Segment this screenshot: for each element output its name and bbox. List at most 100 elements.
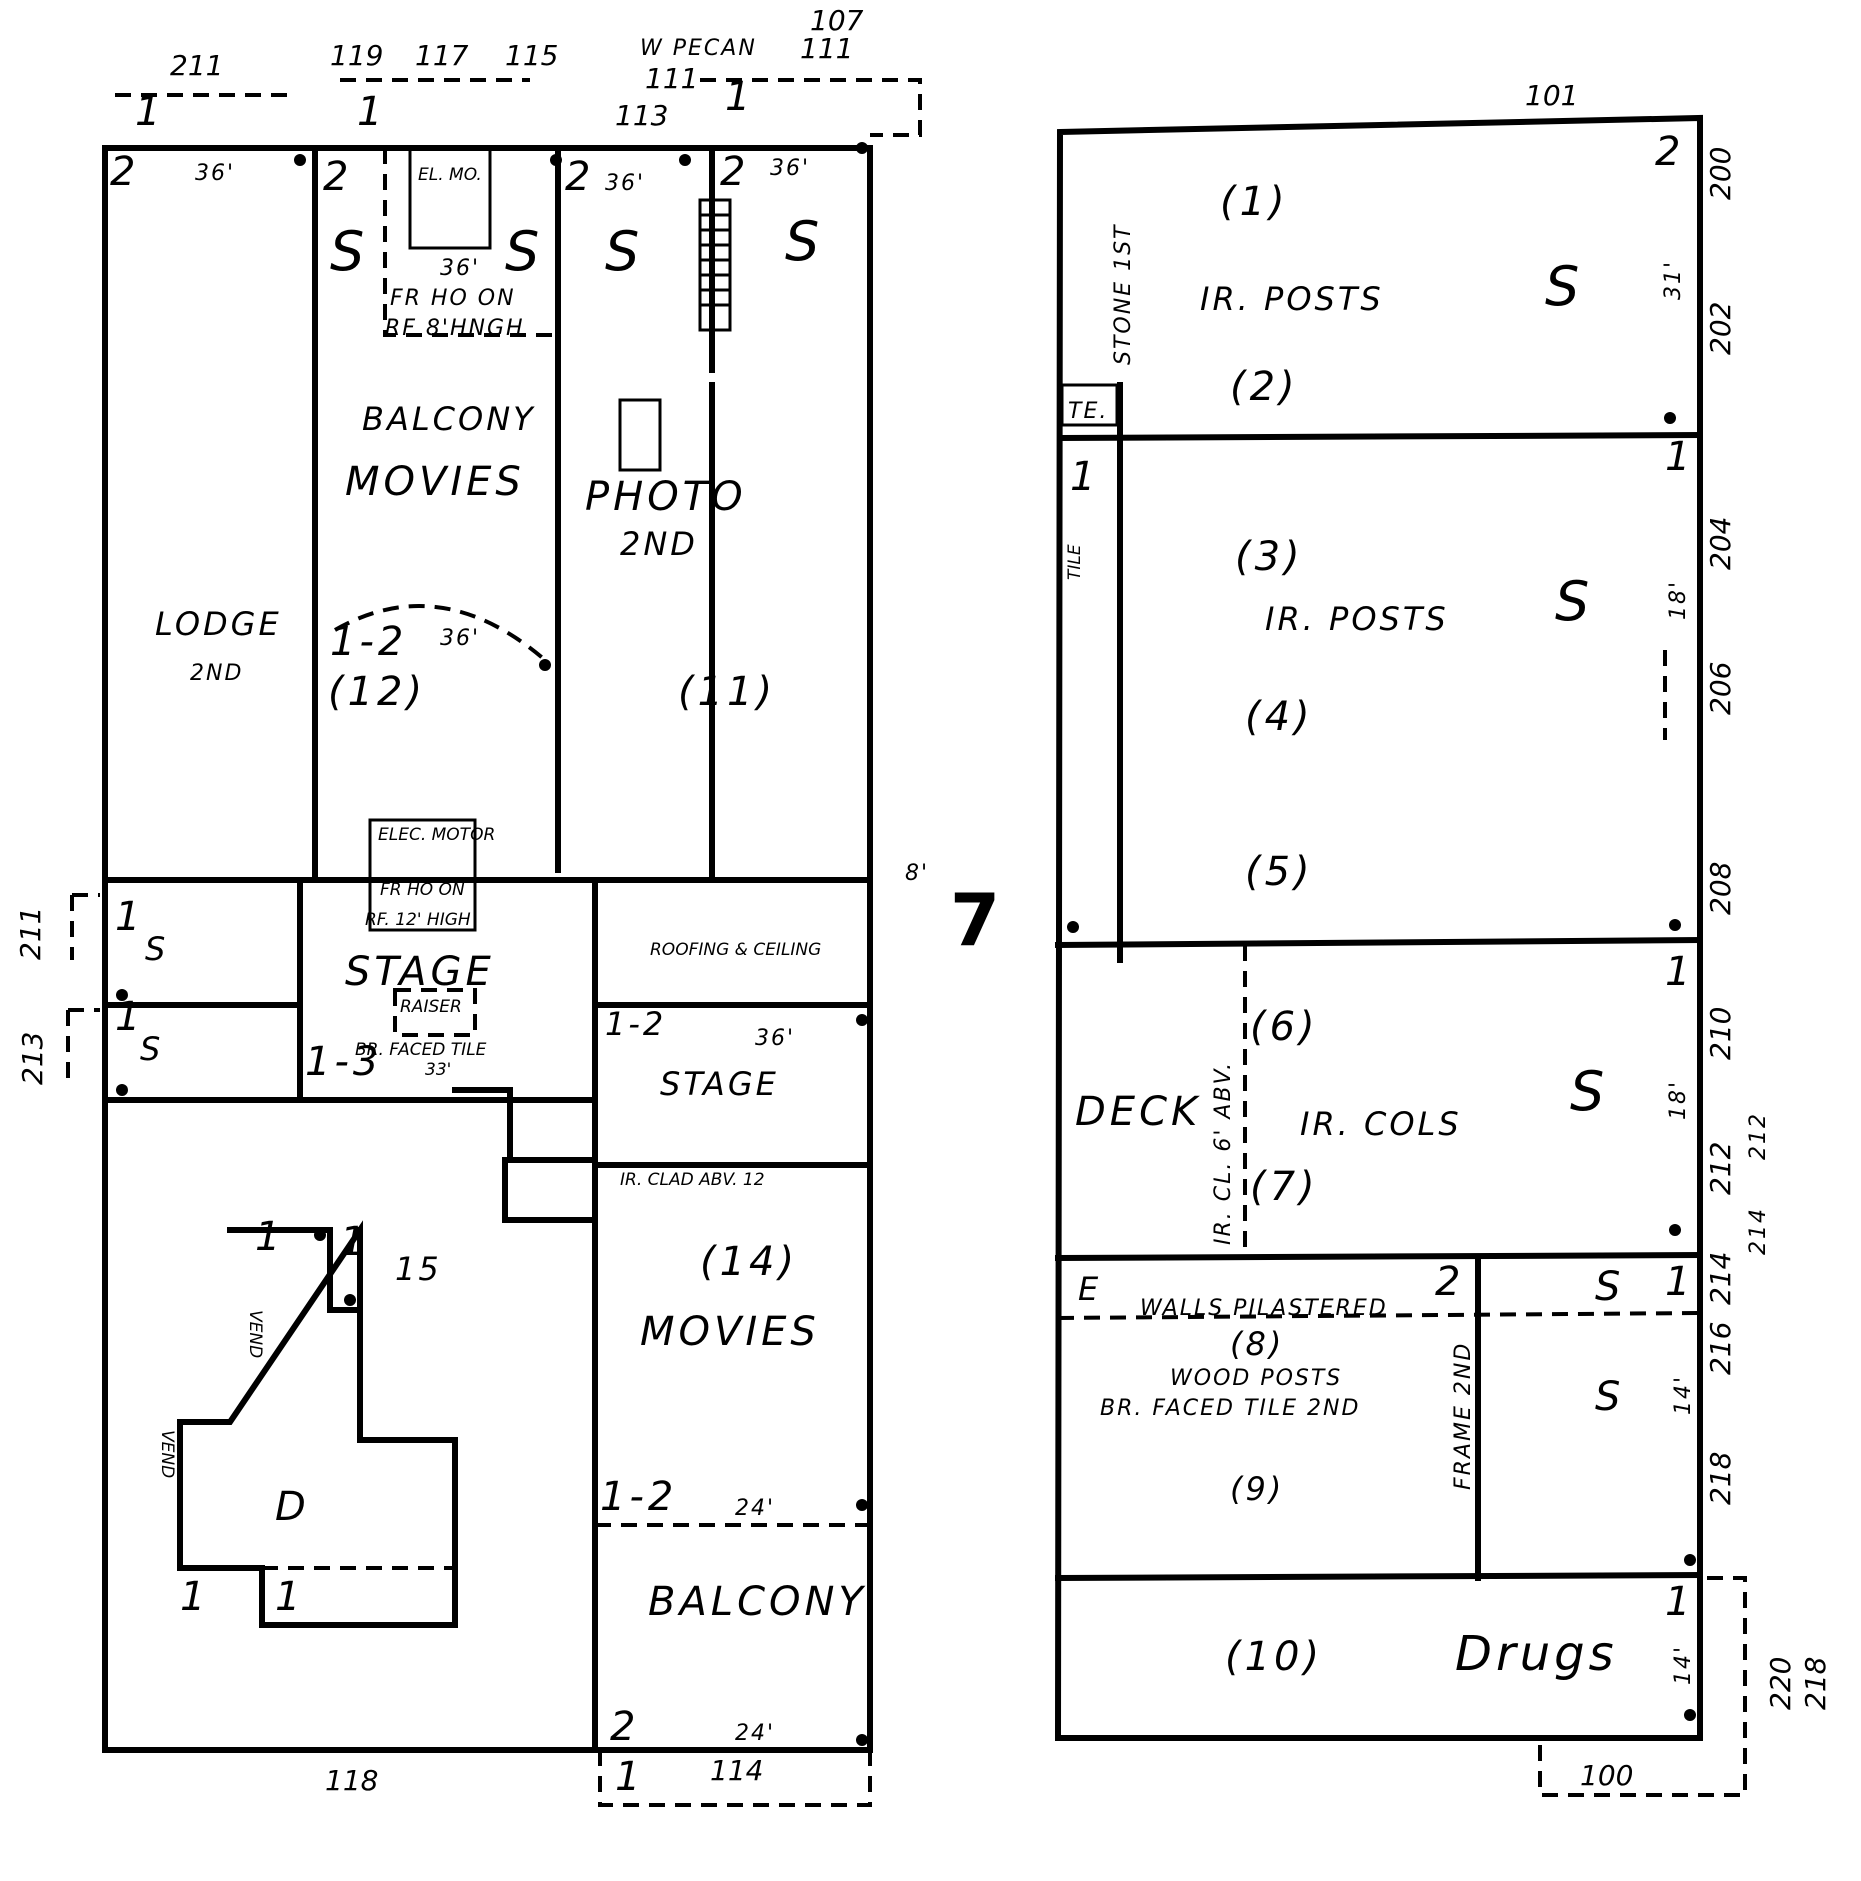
elec-motor-box [368,818,477,932]
address-208: 208 [1704,862,1737,915]
label-vend-1: VEND [245,1310,265,1358]
label-walls: WALLS PILASTERED [1140,1296,1388,1321]
wall-r-dashed [1057,1311,1701,1320]
street-name: W PECAN [640,36,757,61]
S-mark-3: S [605,220,639,283]
label-te: TE. [1068,399,1108,424]
label-photo-floor: 2ND [620,525,698,563]
floors-r-1d: 1 [1665,1579,1690,1625]
bottom-right-dashed [1538,1576,1747,1797]
label-stage-1: STAGE [345,949,495,995]
address-101: 101 [1525,79,1578,112]
floors-r-1a: 1 [1665,434,1690,480]
address-212-b: 212 [1746,1112,1771,1160]
label-wood-posts: WOOD POSTS [1170,1366,1342,1391]
address-206: 206 [1704,662,1737,715]
dim-14-b: 14' [1671,1645,1696,1685]
right-side-addresses: 200 202 204 206 208 210 212 212 214 214 … [1704,147,1832,1710]
label-r-10: (10) [1225,1634,1323,1680]
label-ir-cl: IR. CL. 6' ABV. [1211,1061,1236,1245]
address-213: 213 [16,1032,49,1085]
floors-2-d: 2 [720,149,745,195]
right-block: 101 200 202 204 206 208 210 212 212 214 … [1054,79,1832,1797]
address-204: 204 [1704,517,1737,570]
floors-1-g: 1 [180,1574,205,1620]
label-br-faced: BR. FACED TILE [355,1040,487,1060]
label-drugs: Drugs [1455,1626,1618,1682]
label-fr-ho: FR HO ON [390,286,516,311]
dim-18-a: 18' [1666,580,1691,620]
label-building-D: D [275,1484,310,1530]
label-r-8: (8) [1230,1325,1284,1363]
address-211-top: 211 [170,49,223,82]
floors-1-h: 1 [275,1574,300,1620]
fr-ho-dashed [383,148,558,337]
label-rf-12: RF. 12' HIGH [365,910,471,930]
floors-2-a: 2 [110,149,135,195]
label-roofing: ROOFING & CEILING [650,940,821,960]
label-movies-top: MOVIES [345,459,525,505]
label-deck: DECK [1075,1089,1201,1135]
S-mark-1: S [330,220,364,283]
floors-1-b: 1 [357,89,382,135]
stage-step-wall [452,1087,598,1163]
S-mark-4: S [785,210,819,273]
dim-18-b: 18' [1666,1080,1691,1120]
floors-1-f: 1 [615,1754,640,1800]
label-r-3: (3) [1235,534,1304,580]
address-211-side: 211 [14,907,47,960]
address-117: 117 [415,39,469,72]
address-218-b: 218 [1799,1657,1832,1710]
dim-36-b: 36' [440,256,480,281]
label-ir-posts-2: IR. POSTS [1265,600,1449,638]
floors-2-e: 2 [610,1704,635,1750]
label-bldg-15: 15 [395,1250,442,1288]
label-lodge-floor: 2ND [190,661,243,686]
label-stage-2: STAGE [660,1065,779,1103]
label-fr-ho-2: FR HO ON [380,880,465,900]
dim-36-f: 36' [755,1026,795,1051]
label-el-mo: EL. MO. [418,165,482,185]
wall-r3 [1054,1251,1704,1262]
label-r-2: (2) [1230,364,1299,410]
block-number: 7 [950,878,1000,962]
address-220: 220 [1764,1657,1797,1710]
label-raiser: RAISER [400,997,462,1017]
left-dashed-outline [66,893,100,1080]
label-num-11: (11) [678,669,776,715]
label-photo: PHOTO [585,474,747,520]
wall-r4 [1054,1571,1704,1582]
right-block-outline [1054,114,1703,1741]
te-box [1060,383,1119,427]
label-E: E [1078,1270,1101,1308]
floors-2-c: 2 [565,154,590,200]
address-214-a: 214 [1746,1207,1771,1255]
label-r-7: (7) [1250,1164,1319,1210]
address-111-b: 111 [800,32,853,65]
floors-1-j: 1 [340,1219,365,1265]
S-mark-6: S [140,1030,163,1068]
dim-31: 31' [1661,260,1686,300]
floors-1-i: 1 [255,1214,280,1260]
address-200: 200 [1704,147,1737,200]
label-vend-2: VEND [157,1430,177,1478]
label-1-2-c: 1-2 [600,1474,677,1520]
S-mark-2: S [505,220,539,283]
address-212-a: 212 [1704,1142,1737,1195]
pins-left [116,142,868,1746]
dim-14-a: 14' [1671,1375,1696,1415]
building-D-outline [177,1220,458,1628]
left-block: 211 119 117 115 113 111 107 111 W PECAN … [14,4,927,1807]
label-r-4: (4) [1245,694,1314,740]
address-119: 119 [330,39,383,72]
label-1-2-a: 1-2 [330,619,407,665]
S-mark-r1: S [1545,255,1579,318]
dim-36-c: 36' [605,171,645,196]
label-ir-cols: IR. COLS [1300,1105,1462,1143]
label-1-2-b: 1-2 [605,1005,666,1043]
address-115: 115 [505,39,558,72]
floors-1-a: 1 [135,89,160,135]
top-dashed-outline [115,78,922,137]
label-stone: STONE 1ST [1111,224,1136,365]
label-rf-hngh: RF 8'HNGH [385,316,525,341]
